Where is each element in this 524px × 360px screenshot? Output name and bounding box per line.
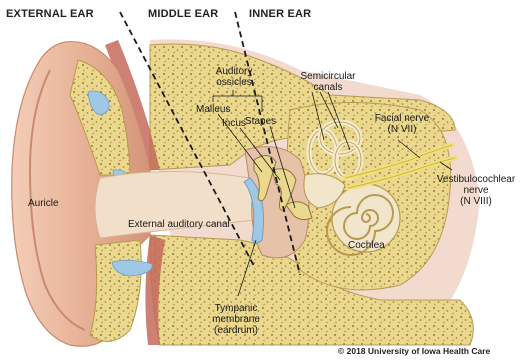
heading-middle-ear: MIDDLE EAR <box>148 8 218 20</box>
label-incus: Incus <box>222 118 246 129</box>
label-stapes: Stapes <box>245 116 276 127</box>
label-vestibulocochlear-nerve: Vestibulocochlear nerve (N VIII) <box>432 174 520 207</box>
label-facial-nerve: Facial nerve (N VII) <box>374 113 430 135</box>
auricle-cartilage-lower <box>90 240 141 341</box>
label-cochlea: Cochlea <box>348 240 385 251</box>
label-malleus: Malleus <box>196 104 230 115</box>
label-auditory-ossicles: Auditory ossicles <box>210 66 258 88</box>
label-external-auditory-canal: External auditory canal <box>128 219 230 230</box>
heading-inner-ear: INNER EAR <box>249 8 311 20</box>
label-auricle: Auricle <box>28 198 59 209</box>
copyright-notice: © 2018 University of Iowa Health Care <box>338 346 490 356</box>
heading-external-ear: EXTERNAL EAR <box>6 8 94 20</box>
label-tympanic-membrane: Tympanic membrane (eardrum) <box>206 303 266 336</box>
label-semicircular-canals: Semicircular canals <box>296 71 360 93</box>
